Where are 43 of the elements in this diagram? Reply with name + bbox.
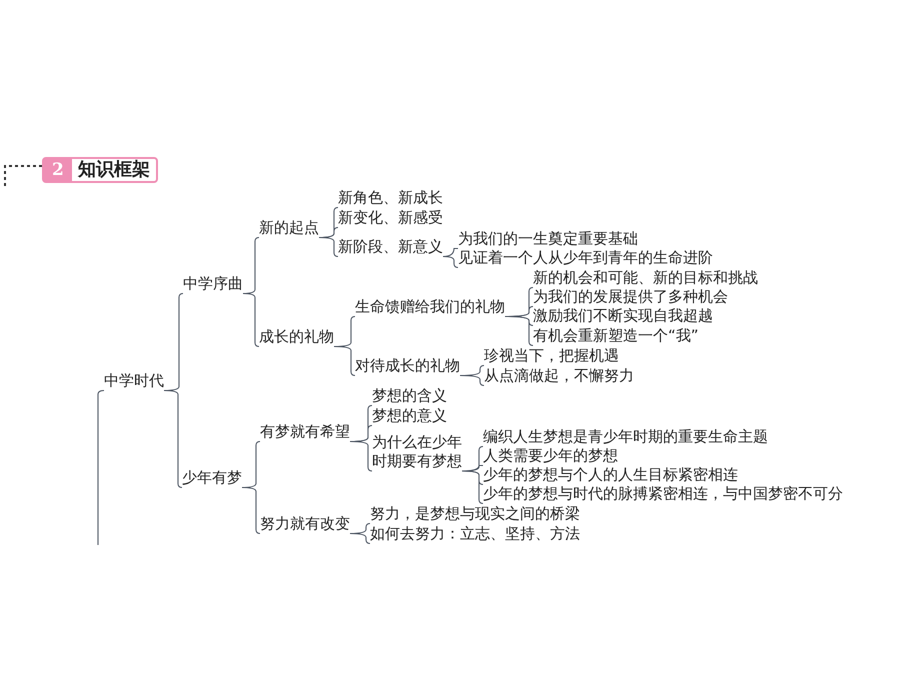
topic-text: 激励我们不断实现自我超越 [533, 306, 713, 326]
bracket-line [318, 237, 338, 257]
topic-text: 中学序曲 [183, 274, 243, 294]
section-number: 2 [44, 159, 72, 181]
topic-text: 努力就有改变 [260, 514, 350, 534]
topic-text: 为我们的发展提供了多种机会 [533, 288, 728, 306]
topic-text: 人类需要少年的梦想 [483, 446, 618, 466]
topic-text: 为我们的一生奠定重要基础 [458, 230, 638, 248]
topic-text: 新的机会和可能、新的目标和挑战 [533, 268, 758, 288]
topic-text: 生命馈赠给我们的礼物 [355, 298, 505, 316]
bracket-line [442, 256, 458, 268]
topic-text: 珍视当下，把握机遇 [484, 346, 619, 366]
topic-text: 编织人生梦想是青少年时期的重要生命主题 [483, 428, 768, 446]
bracket-line [462, 470, 484, 504]
bracket-line [164, 390, 182, 488]
topic-text: 少年的梦想与时代的脉搏紧密相连，与中国梦密不可分 [483, 484, 843, 504]
bracket-line [334, 346, 356, 376]
topic-text: 中学时代 [104, 372, 164, 390]
section-title: 知识框架 [76, 159, 151, 181]
topic-text: 见证着一个人从少年到青年的生命进阶 [458, 248, 713, 268]
bracket-line [242, 487, 260, 534]
bracket-line [350, 441, 372, 472]
topic-text: 少年有梦 [182, 468, 242, 488]
topic-text: 为什么在少年时期要有梦想 [372, 433, 462, 471]
topic-text: 从点滴做起，不懈努力 [484, 366, 634, 386]
topic-text: 梦想的含义 [372, 386, 447, 406]
bracket-line [504, 316, 534, 346]
topic-text: 对待成长的礼物 [355, 356, 460, 376]
topic-text: 新变化、新感受 [338, 208, 443, 228]
bracket-line [350, 533, 370, 544]
topic-text: 新阶段、新意义 [338, 238, 443, 256]
bracket-line [242, 293, 260, 347]
topic-text: 成长的礼物 [259, 328, 334, 346]
topic-text: 新的起点 [259, 218, 319, 238]
topic-text: 少年的梦想与个人的人生目标紧密相连 [483, 466, 738, 484]
bracket-line [460, 375, 484, 386]
topic-text: 如何去努力：立志、坚持、方法 [370, 524, 580, 544]
topic-text: 新角色、新成长 [338, 188, 443, 208]
bracket-line [98, 390, 104, 546]
topic-text: 有机会重新塑造一个“我” [533, 326, 699, 346]
topic-text: 努力，是梦想与现实之间的桥梁 [370, 504, 580, 524]
topic-text: 梦想的意义 [372, 406, 447, 426]
topic-text: 有梦就有希望 [260, 422, 350, 442]
